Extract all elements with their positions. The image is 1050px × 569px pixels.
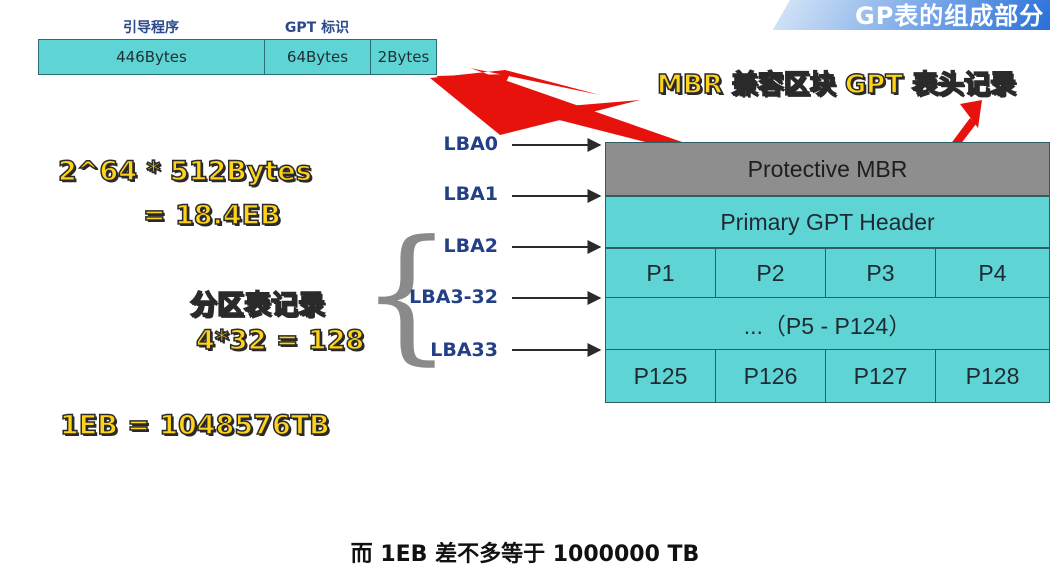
boot-code-header: 引导程序 (123, 20, 179, 36)
boot-code-segment: 446Bytes (38, 39, 265, 75)
partition-entry-p2: P2 (715, 248, 826, 298)
callout-eb-to-tb: 1EB = 1048576TB (59, 409, 330, 442)
partition-entry-p1: P1 (605, 248, 716, 298)
callout-capacity-result: = 18.4EB (142, 199, 281, 232)
gpt-flag-header: GPT 标识 (284, 20, 350, 36)
lba1-label: LBA1 (443, 183, 498, 205)
callout-partition-records: 分区表记录 (189, 289, 326, 322)
lba2-label: LBA2 (443, 235, 498, 257)
banner-title: GP表的组成部分 (855, 2, 1045, 30)
partition-entry-p127: P127 (825, 349, 936, 403)
partition-entry-p3: P3 (825, 248, 936, 298)
signature-segment: 2Bytes (370, 39, 437, 75)
callout-capacity-formula: 2^64 * 512Bytes (57, 155, 312, 188)
partition-entries-middle: ...（P5 - P124） (605, 297, 1050, 350)
partition-entry-p125: P125 (605, 349, 716, 403)
partition-entry-p4: P4 (935, 248, 1050, 298)
lba33-label: LBA33 (430, 339, 498, 361)
callout-partition-count: 4*32 = 128 (195, 324, 365, 357)
partition-table-segment: 64Bytes (264, 39, 371, 75)
red-pointer-to-mbr (430, 68, 708, 158)
lba0-label: LBA0 (443, 133, 498, 155)
subtitle-caption: 而 1EB 差不多等于 1000000 TB (350, 542, 700, 567)
lba3-32-label: LBA3-32 (409, 286, 498, 308)
callout-title: MBR 兼容区块 GPT 表头记录 (656, 69, 1017, 101)
protective-mbr-block: Protective MBR (605, 142, 1050, 196)
partition-entry-p126: P126 (715, 349, 826, 403)
partition-brace: { (360, 209, 453, 379)
primary-gpt-header-block: Primary GPT Header (605, 196, 1050, 248)
partition-entry-p128: P128 (935, 349, 1050, 403)
